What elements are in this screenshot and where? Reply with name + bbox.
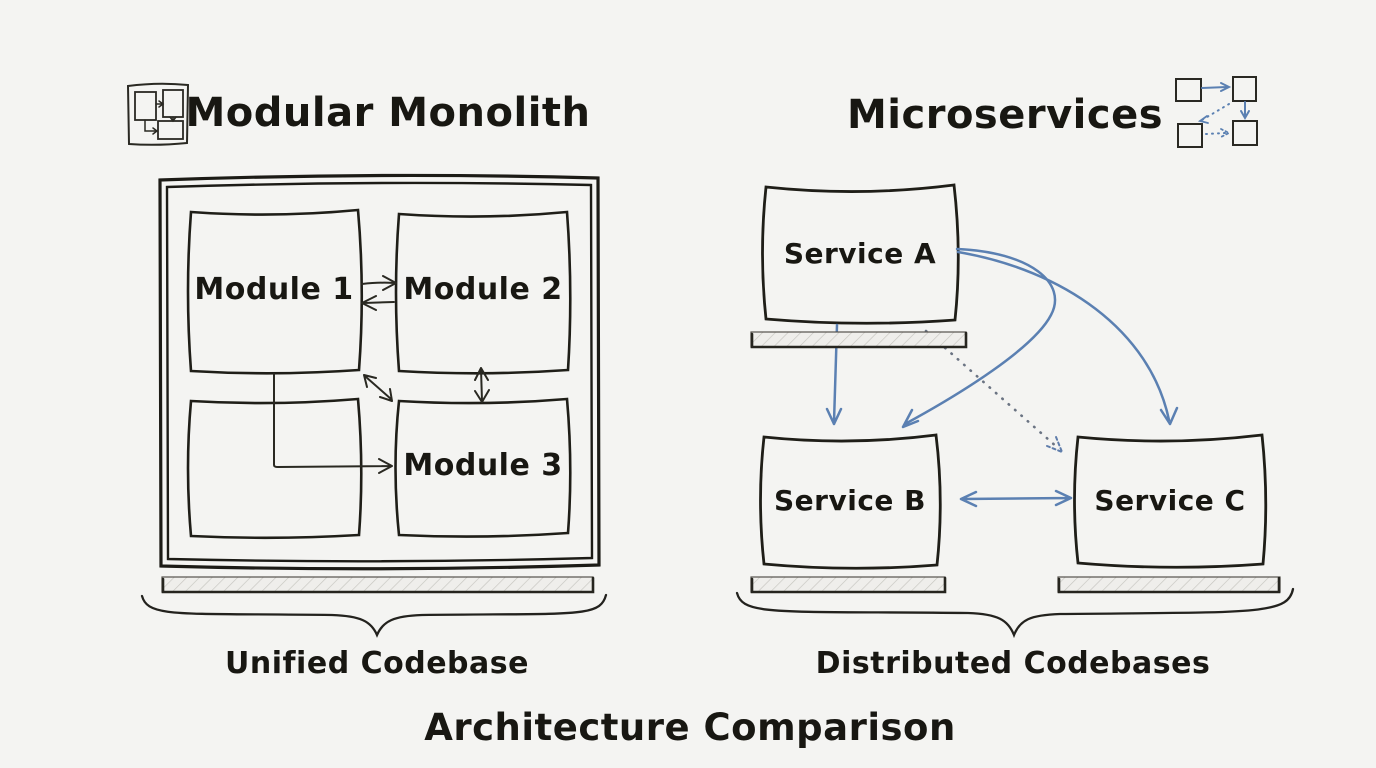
arrow-serviceA-to-serviceB-curved — [901, 247, 1057, 429]
service-b-box — [759, 433, 942, 570]
distributed-codebases-brace — [735, 587, 1295, 639]
module-1-box — [186, 208, 364, 375]
arrow-module1-module3-diagonal — [363, 374, 393, 402]
module-boxes — [186, 208, 572, 540]
nested-modules-icon — [126, 82, 190, 146]
arrow-module1-to-module2 — [361, 275, 397, 291]
module-blank-box — [186, 397, 363, 540]
monolith-frame — [158, 173, 601, 571]
service-arrows — [825, 247, 1179, 508]
arrow-serviceA-to-serviceC-curved — [956, 250, 1179, 426]
arrow-serviceA-to-serviceC-dotted-head — [1046, 436, 1063, 453]
module-2-box — [394, 210, 572, 375]
unified-codebase-caption: Unified Codebase — [225, 646, 529, 681]
module-3-box — [394, 397, 572, 538]
module-1-label: Module 1 — [194, 272, 354, 307]
service-a-codebase-bar — [750, 331, 968, 349]
service-a-label: Service A — [783, 237, 937, 270]
arrow-module1-elbow-to-module3 — [273, 373, 393, 474]
arrow-module2-to-module1 — [361, 295, 395, 311]
arrow-serviceB-serviceC-bidirectional — [959, 489, 1073, 508]
monolith-title: Modular Monolith — [185, 90, 591, 136]
distributed-boxes-icon — [1175, 76, 1258, 148]
service-c-label: Service C — [1094, 484, 1246, 517]
service-b-codebase-bar — [750, 576, 947, 594]
caption-braces — [140, 587, 1295, 639]
service-c-codebase-bar — [1057, 576, 1281, 594]
module-3-label: Module 3 — [403, 448, 563, 483]
codebase-bars — [161, 331, 1281, 594]
microservices-title: Microservices — [846, 92, 1164, 138]
monolith-codebase-bar — [161, 576, 595, 594]
page-title: Architecture Comparison — [424, 706, 956, 749]
module-2-label: Module 2 — [403, 272, 563, 307]
unified-codebase-brace — [140, 593, 608, 638]
module-arrows — [273, 275, 490, 474]
arrow-serviceA-to-serviceC-dotted — [924, 329, 1060, 450]
distributed-codebases-caption: Distributed Codebases — [815, 646, 1211, 681]
arrow-module2-module3-vertical — [474, 367, 490, 403]
service-boxes — [759, 183, 1268, 570]
service-b-label: Service B — [774, 484, 926, 517]
service-c-box — [1073, 433, 1268, 569]
service-a-box — [761, 183, 960, 325]
